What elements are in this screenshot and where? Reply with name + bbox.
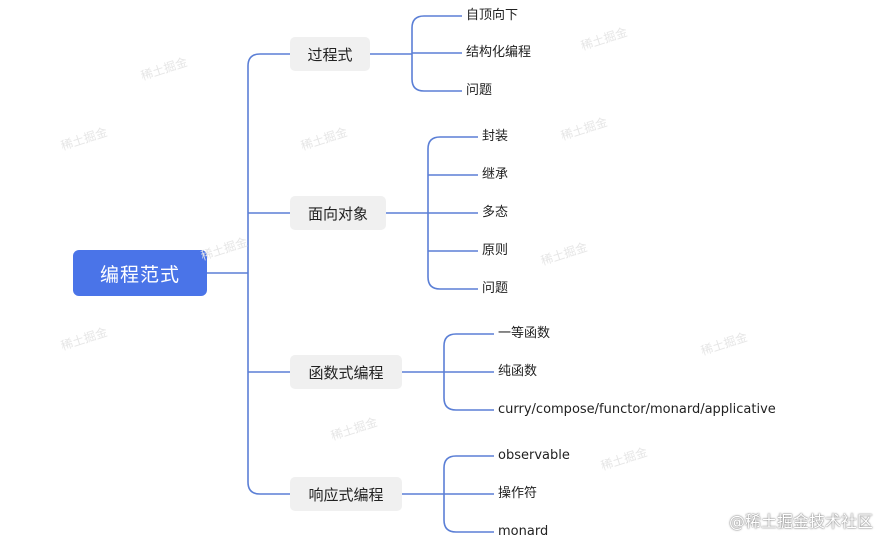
leaf-monard[interactable]: monard (498, 524, 549, 539)
leaf-connector (443, 333, 494, 347)
leaf-pure-functions[interactable]: 纯函数 (498, 364, 538, 379)
leaf-principles[interactable]: 原则 (482, 243, 509, 258)
branch-procedural[interactable]: 过程式 (290, 37, 370, 71)
leaf-connector (427, 276, 478, 290)
leaf-inheritance[interactable]: 继承 (482, 167, 509, 182)
branch-connector (247, 481, 290, 495)
leaf-connector (411, 78, 462, 92)
mindmap-root[interactable]: 编程范式 (73, 250, 207, 296)
branch-object-oriented[interactable]: 面向对象 (290, 196, 386, 230)
branch-functional[interactable]: 函数式编程 (290, 355, 402, 389)
leaf-connector (443, 397, 494, 411)
leaf-operators[interactable]: 操作符 (498, 486, 538, 501)
leaf-connector (443, 455, 494, 469)
leaf-structured-programming[interactable]: 结构化编程 (466, 45, 532, 60)
leaf-functional-concepts[interactable]: curry/compose/functor/monard/applicative (498, 402, 776, 417)
leaf-polymorphism[interactable]: 多态 (482, 205, 509, 220)
leaf-first-class-functions[interactable]: 一等函数 (498, 326, 551, 341)
leaf-connector (427, 136, 478, 150)
leaf-connector (411, 15, 462, 29)
leaf-encapsulation[interactable]: 封装 (482, 129, 509, 144)
leaf-observable[interactable]: observable (498, 448, 570, 463)
leaf-connector (443, 519, 494, 533)
leaf-top-down[interactable]: 自顶向下 (466, 8, 519, 23)
leaf-problems[interactable]: 问题 (482, 281, 509, 296)
leaf-problems[interactable]: 问题 (466, 83, 493, 98)
source-credit: @稀土掘金技术社区 (728, 512, 873, 531)
branch-reactive[interactable]: 响应式编程 (290, 477, 402, 511)
branch-connector (247, 53, 290, 67)
